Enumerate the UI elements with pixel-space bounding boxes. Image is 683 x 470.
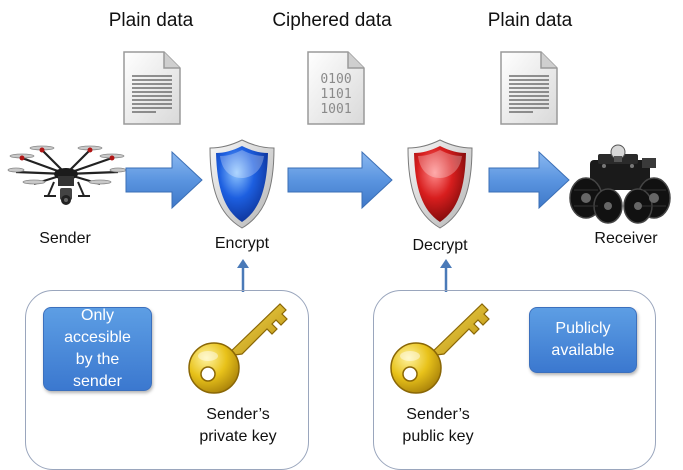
flow-arrow: [488, 150, 570, 210]
key-label-line: Sender’s: [406, 406, 470, 423]
badge-line: Only: [81, 307, 114, 324]
document-icon: [500, 51, 558, 125]
badge-line: available: [551, 342, 615, 359]
flow-arrow: [287, 150, 393, 210]
badge-line: sender: [73, 373, 122, 390]
title-plain-data-left: Plain data: [108, 10, 194, 31]
key-to-decrypt-arrow: [440, 259, 452, 292]
encrypted-document-icon: 0100 1101 1001: [307, 51, 365, 125]
flow-arrow: [125, 150, 203, 210]
title-ciphered-data: Ciphered data: [272, 10, 392, 31]
key-label-line: private key: [199, 428, 277, 445]
public-key-label: Sender’s public key: [378, 404, 498, 448]
receiver-label: Receiver: [594, 230, 658, 247]
key-icon: [188, 303, 288, 394]
badge-line: Publicly: [555, 320, 611, 337]
badge-line: by the: [75, 351, 120, 368]
key-label-line: Sender’s: [206, 406, 270, 423]
shield-icon: [209, 139, 275, 229]
key-to-encrypt-arrow: [237, 259, 249, 292]
encrypt-label: Encrypt: [214, 235, 270, 252]
private-key-label: Sender’s private key: [178, 404, 298, 448]
key-label-line: public key: [402, 428, 474, 445]
title-plain-data-right: Plain data: [487, 10, 573, 31]
document-icon: [123, 51, 181, 125]
drone-icon: [7, 145, 127, 205]
shield-icon: [407, 139, 473, 229]
badge-line: accesible: [64, 329, 131, 346]
sender-label: Sender: [39, 230, 91, 247]
cipher-bits-line: 1001: [320, 102, 351, 117]
decrypt-label: Decrypt: [412, 237, 468, 254]
cipher-bits-line: 1101: [320, 87, 351, 102]
private-access-badge: Only accesible by the sender: [43, 307, 152, 391]
key-icon: [390, 303, 490, 394]
robot-rover-icon: [569, 144, 671, 224]
cipher-bits-line: 0100: [320, 72, 351, 87]
public-access-badge: Publicly available: [529, 307, 637, 373]
